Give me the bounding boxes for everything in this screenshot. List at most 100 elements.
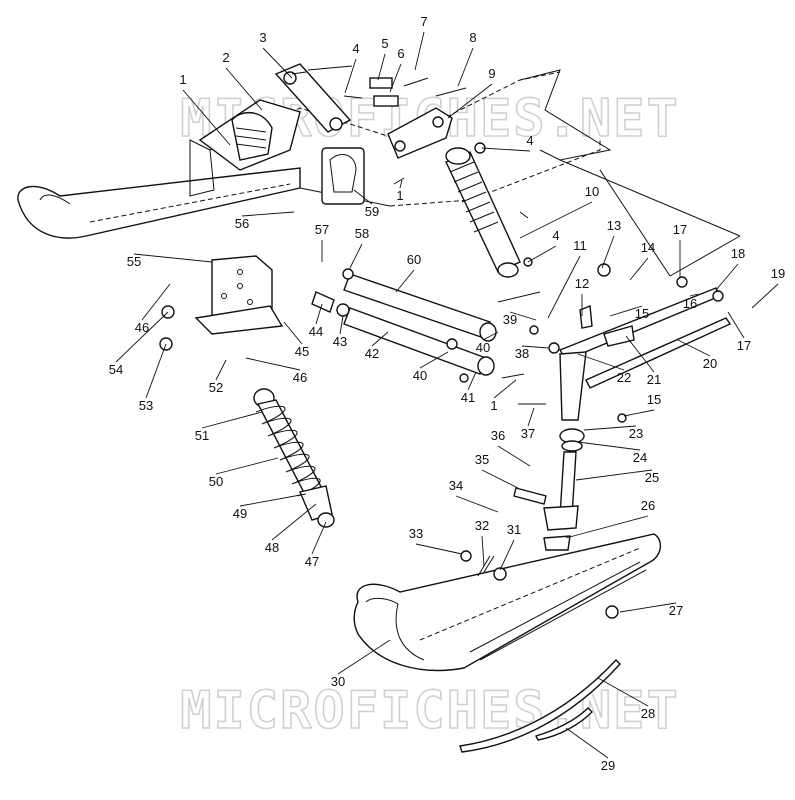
callout-leader-c50 — [215, 457, 279, 475]
callout-label-c6: 6 — [397, 46, 404, 61]
callout-leader-c1b — [399, 179, 403, 189]
callout-label-c54: 54 — [109, 362, 123, 377]
callout-label-c48: 48 — [265, 540, 279, 555]
mounting-bracket — [194, 255, 284, 335]
callout-leader-c38 — [521, 345, 549, 349]
callout-label-c36: 36 — [491, 428, 505, 443]
callout-label-c53: 53 — [139, 398, 153, 413]
callout-label-c17a: 17 — [673, 222, 687, 237]
callout-leader-c4a — [344, 58, 357, 94]
callout-leader-c21 — [625, 335, 655, 373]
callout-leader-c46b — [245, 357, 301, 371]
callout-leader-c49 — [239, 493, 307, 507]
callout-label-c51: 51 — [195, 428, 209, 443]
callout-leader-c41 — [467, 371, 477, 391]
callout-leader-c46a — [141, 283, 171, 321]
callout-label-c38: 38 — [515, 346, 529, 361]
front-coil-shock — [253, 388, 335, 528]
callout-leader-c14 — [629, 257, 649, 281]
callout-leader-c44 — [315, 303, 323, 325]
callout-label-c52: 52 — [209, 380, 223, 395]
watermark-bottom: MICROFICHES.NET — [180, 681, 680, 741]
callout-label-c49: 49 — [233, 506, 247, 521]
callout-label-c12: 12 — [575, 276, 589, 291]
callout-leader-c15b — [623, 409, 655, 417]
callout-leader-c42 — [371, 331, 389, 347]
callout-label-c22: 22 — [617, 370, 631, 385]
callout-label-c25: 25 — [645, 470, 659, 485]
callout-label-c34: 34 — [449, 478, 463, 493]
callout-leader-c45 — [283, 321, 303, 345]
callout-leader-c39 — [509, 311, 537, 321]
callout-label-c46a: 46 — [135, 320, 149, 335]
callout-label-c2: 2 — [222, 50, 229, 65]
callout-label-c17b: 17 — [737, 338, 751, 353]
callout-label-c50: 50 — [209, 474, 223, 489]
callout-label-c9: 9 — [488, 66, 495, 81]
callout-leader-c8 — [457, 47, 474, 87]
callout-leader-c59 — [353, 189, 373, 205]
callout-leader-c40b — [419, 351, 449, 369]
callout-leader-c40a — [482, 331, 499, 341]
callout-label-c4b: 4 — [526, 133, 533, 148]
callout-label-c26: 26 — [641, 498, 655, 513]
upper-left-arm-assembly — [198, 63, 467, 205]
callout-label-c33: 33 — [409, 526, 423, 541]
callout-label-c28: 28 — [641, 706, 655, 721]
radius-rods — [311, 273, 497, 376]
callout-label-c57: 57 — [315, 222, 329, 237]
callout-label-c44: 44 — [309, 324, 323, 339]
callout-leader-c5 — [377, 53, 386, 81]
callout-leader-c22 — [577, 353, 625, 371]
callout-label-c1c: 1 — [490, 398, 497, 413]
callout-label-c15b: 15 — [647, 392, 661, 407]
callout-label-c32: 32 — [475, 518, 489, 533]
callout-leader-c32 — [481, 535, 485, 567]
callout-leader-c55 — [133, 253, 213, 263]
callout-label-c14: 14 — [641, 240, 655, 255]
callout-leader-c27 — [619, 602, 677, 613]
callout-label-c19: 19 — [771, 266, 785, 281]
callout-label-c24: 24 — [633, 450, 647, 465]
callout-leader-c23 — [583, 425, 637, 431]
center-shock-absorber — [445, 147, 521, 278]
callout-label-c11: 11 — [573, 238, 587, 253]
callout-label-c55: 55 — [127, 254, 141, 269]
callout-label-c1a: 1 — [179, 72, 186, 87]
callout-leader-c1c — [493, 379, 517, 399]
callout-leader-c30 — [337, 639, 391, 675]
callout-leader-c7 — [414, 31, 425, 71]
callout-leader-c54 — [115, 311, 169, 363]
tie-rod-and-spindle — [513, 159, 741, 551]
callout-leader-c48 — [271, 503, 317, 541]
callout-label-c15a: 15 — [635, 306, 649, 321]
callout-leader-c15a — [609, 305, 643, 317]
callout-leader-c60 — [395, 269, 415, 293]
callout-leader-c18 — [715, 263, 739, 291]
callout-leader-c1a — [182, 89, 231, 146]
callout-label-c60: 60 — [407, 252, 421, 267]
callout-label-c47: 47 — [305, 554, 319, 569]
callout-leader-c53 — [145, 343, 167, 399]
callout-leader-c25 — [575, 469, 653, 481]
callout-label-c3: 3 — [259, 30, 266, 45]
callout-label-c59: 59 — [365, 204, 379, 219]
callout-label-c13: 13 — [607, 218, 621, 233]
callout-label-c31: 31 — [507, 522, 521, 537]
callout-label-c42: 42 — [365, 346, 379, 361]
callout-leader-c26 — [565, 515, 649, 539]
callout-label-c46b: 46 — [293, 370, 307, 385]
callout-leader-c10 — [519, 201, 593, 239]
callout-leader-c2 — [225, 67, 263, 111]
callout-leader-c17b — [727, 311, 745, 339]
callout-label-c29: 29 — [601, 758, 615, 773]
callout-label-c56: 56 — [235, 216, 249, 231]
callout-leader-c9 — [447, 83, 493, 119]
callout-label-c30: 30 — [331, 674, 345, 689]
callout-label-c35: 35 — [475, 452, 489, 467]
callout-label-c27: 27 — [669, 603, 683, 618]
callout-leader-c37 — [527, 407, 535, 427]
callout-label-c40b: 40 — [413, 368, 427, 383]
